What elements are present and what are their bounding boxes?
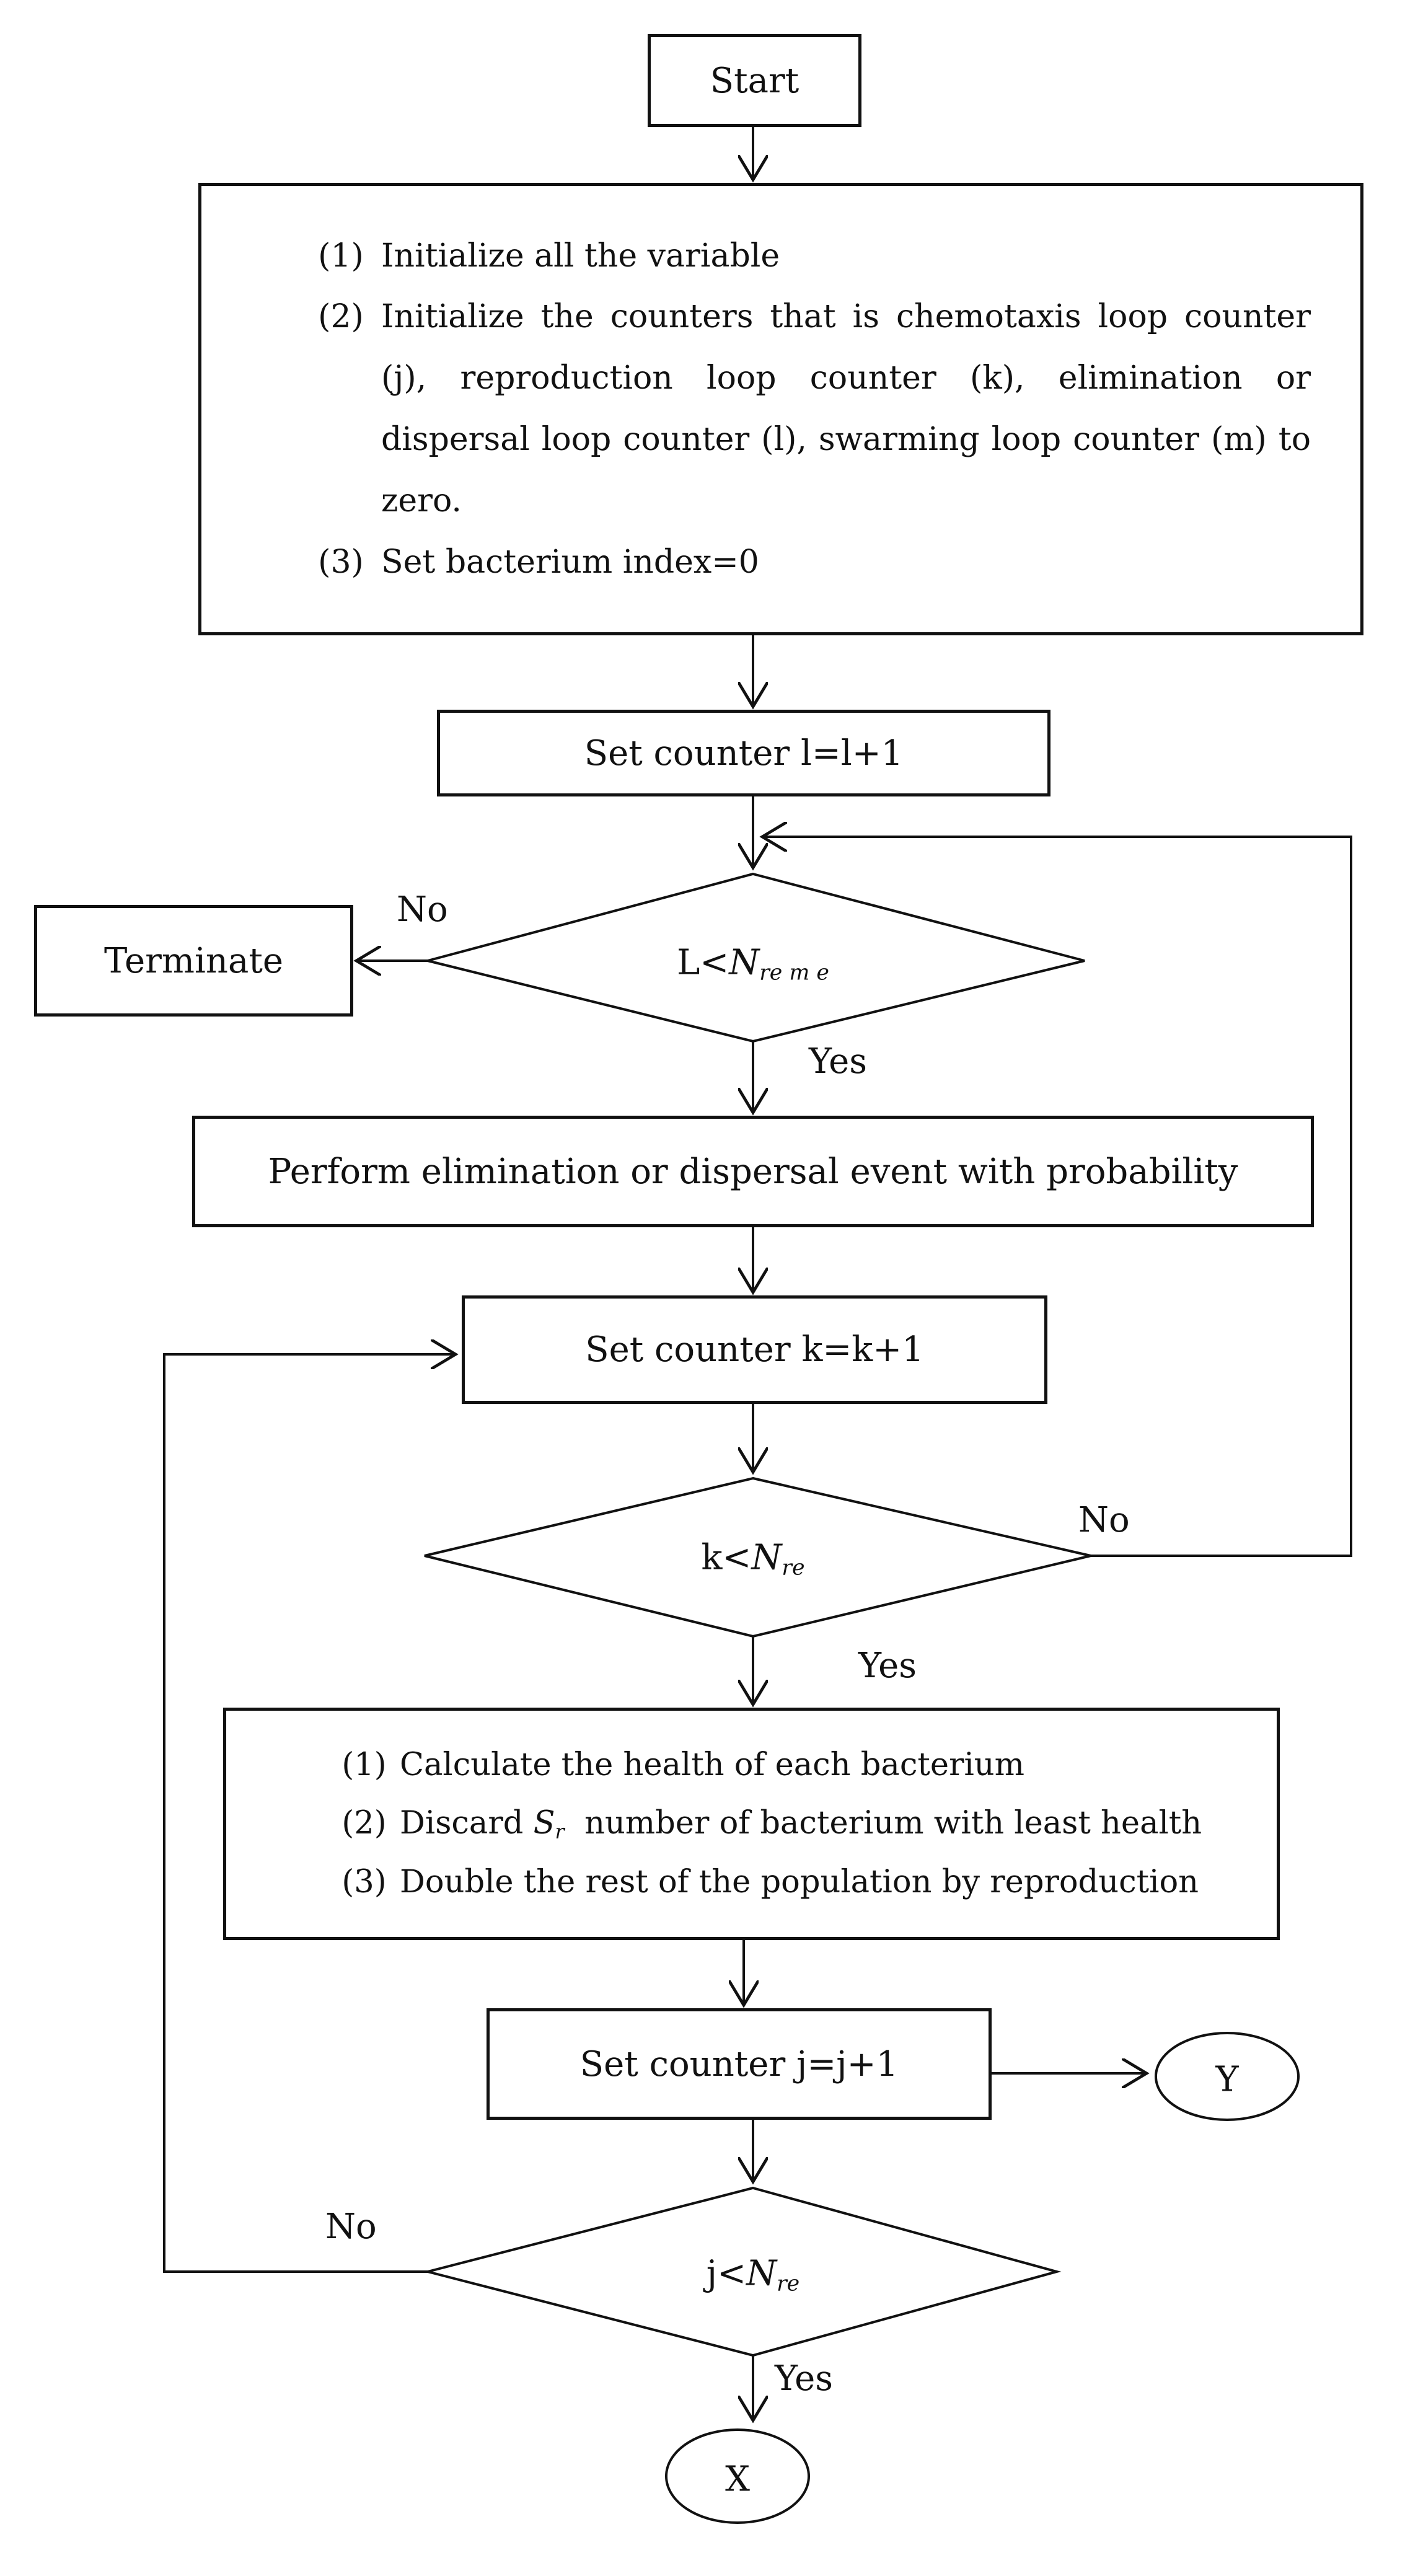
arrow-no-loop-to-decision-l — [762, 837, 1352, 1557]
init-step: (1) Initialize all the variable — [318, 237, 780, 275]
terminate-label: Terminate — [104, 940, 284, 981]
yes-label-decision-j: Yes — [775, 2358, 833, 2399]
connector-x-circle — [665, 2428, 810, 2524]
init-box: (1) Initialize all the variable (2) Init… — [198, 183, 1363, 635]
yes-label-decision-k: Yes — [858, 1646, 917, 1686]
elimination-label: Perform elimination or dispersal event w… — [268, 1151, 1238, 1192]
connector-x-label: X — [725, 2459, 750, 2500]
no-label-decision-l: No — [397, 889, 448, 930]
elimination-box: Perform elimination or dispersal event w… — [192, 1116, 1314, 1227]
connector-y-circle — [1155, 2032, 1300, 2121]
connector-y-label: Y — [1215, 2059, 1239, 2100]
reproduction-step: (2) Discard Sr number of bacterium with … — [341, 1805, 1202, 1844]
start-box: Start — [648, 34, 861, 127]
set-k-label: Set counter k=k+1 — [585, 1330, 924, 1370]
init-step: (3) Set bacterium index=0 — [318, 543, 759, 581]
decision-j-label: j<Nre — [706, 2253, 800, 2296]
reproduction-box: (1) Calculate the health of each bacteri… — [223, 1708, 1280, 1940]
terminate-box: Terminate — [34, 905, 353, 1017]
set-l-label: Set counter l=l+1 — [584, 733, 904, 774]
decision-l-label: L<Nre m e — [677, 942, 829, 986]
set-j-box: Set counter j=j+1 — [487, 2008, 992, 2120]
yes-label-decision-l: Yes — [809, 1041, 867, 1082]
reproduction-steps: (1) Calculate the health of each bacteri… — [328, 1736, 1202, 1912]
set-k-box: Set counter k=k+1 — [462, 1295, 1047, 1404]
no-label-decision-j: No — [325, 2207, 377, 2247]
no-label-decision-k: No — [1078, 1500, 1130, 1540]
reproduction-step: (1) Calculate the health of each bacteri… — [341, 1746, 1024, 1783]
set-l-box: Set counter l=l+1 — [437, 710, 1050, 796]
reproduction-step: (3) Double the rest of the population by… — [341, 1863, 1199, 1900]
init-step: (2) Initialize the counters that is chem… — [318, 298, 1311, 519]
arrow-no-loop-to-set-k — [163, 1354, 456, 2273]
init-steps: (1) Initialize all the variable (2) Init… — [301, 226, 1311, 593]
decision-k-label: k<Nre — [701, 1537, 805, 1581]
start-label: Start — [710, 60, 799, 101]
set-j-label: Set counter j=j+1 — [579, 2044, 899, 2084]
